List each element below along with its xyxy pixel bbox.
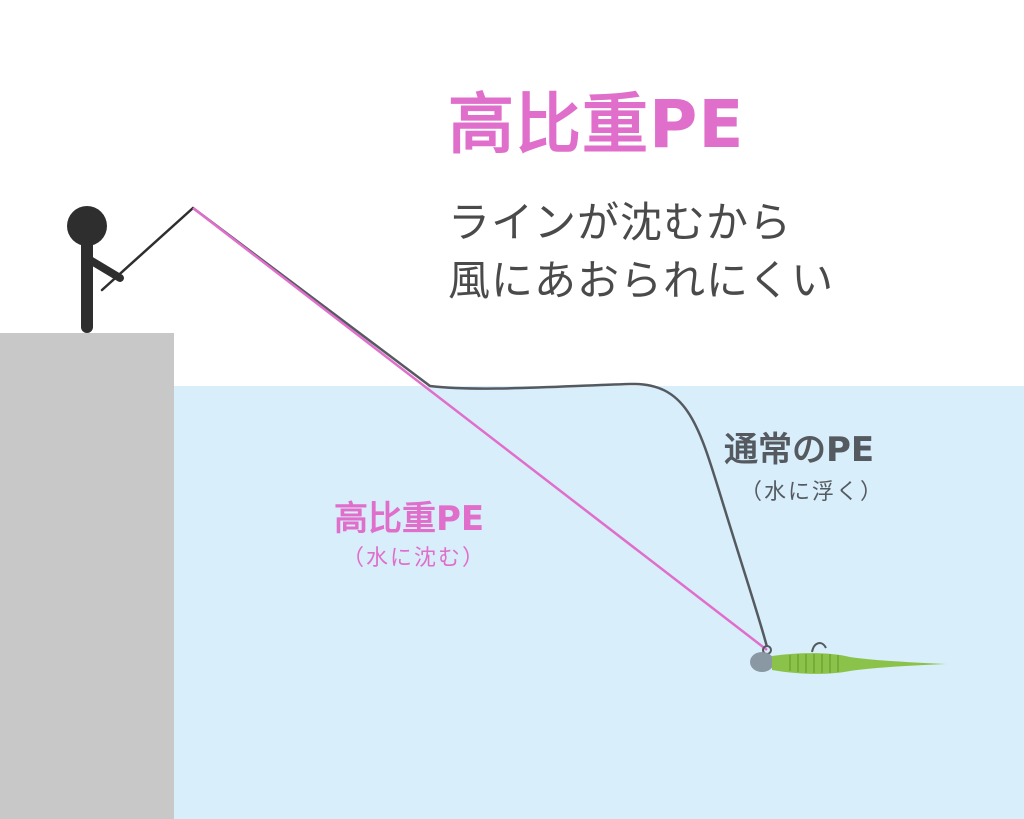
subtitle-line-1: ラインが沈むから <box>448 198 793 247</box>
angler-head <box>67 206 107 246</box>
angler-figure <box>67 206 124 333</box>
fishing-rod <box>100 206 195 292</box>
subtitle-line-2: 風にあおられにくい <box>448 256 835 305</box>
headline-title: 高比重PE <box>448 86 745 163</box>
normal-pe-label: 通常のPE <box>724 430 875 470</box>
water-area <box>174 386 1024 819</box>
lure-icon <box>772 642 946 674</box>
sinker-icon <box>750 652 774 672</box>
high-density-pe-line <box>192 207 768 651</box>
hook-point <box>811 642 827 653</box>
pier-wall <box>0 333 174 819</box>
high-density-pe-note: （水に沈む） <box>342 546 487 571</box>
angler-arm <box>86 256 124 282</box>
high-density-pe-label: 高比重PE <box>334 499 485 539</box>
normal-pe-note: （水に浮く） <box>740 480 885 505</box>
normal-pe-line <box>192 207 769 648</box>
